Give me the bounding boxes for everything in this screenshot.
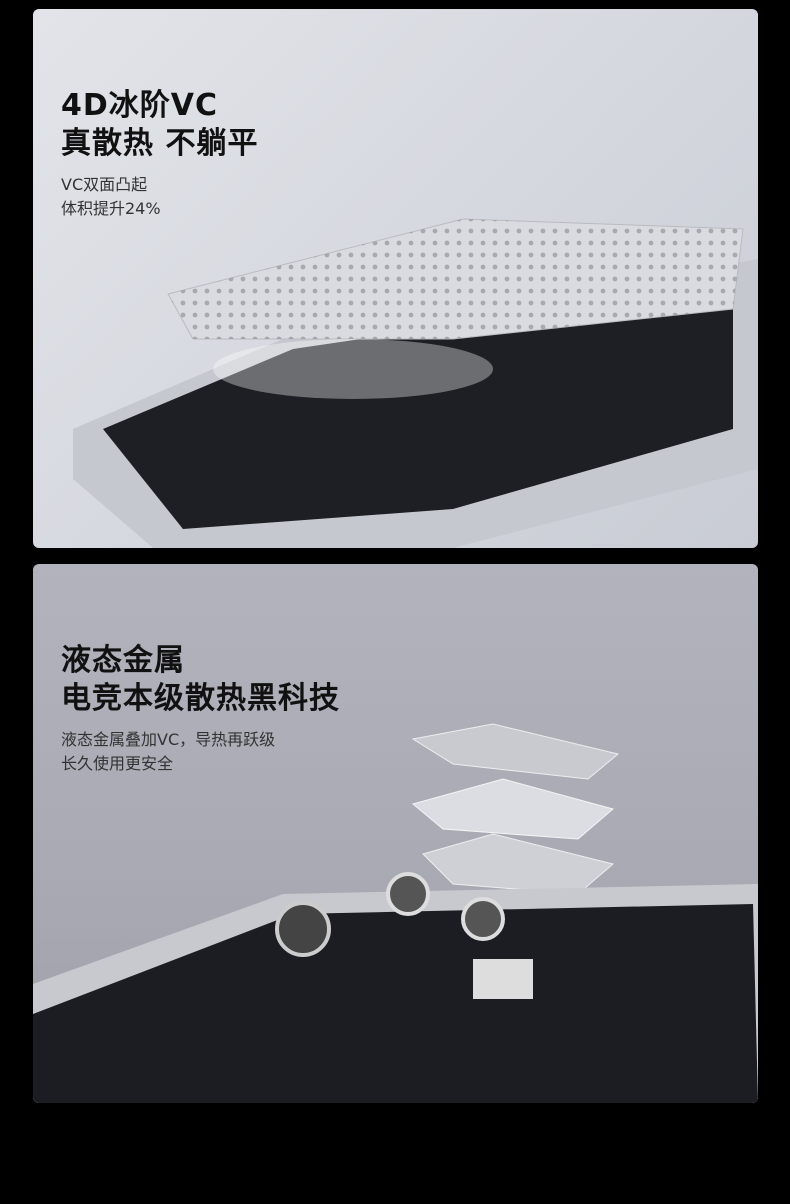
subtitle-line: VC双面凸起: [61, 175, 148, 194]
title-line: 液态金属: [61, 643, 185, 678]
title-line: 电竞本级散热黑科技: [61, 681, 340, 716]
phone-vc-illustration: [73, 218, 758, 548]
section-title: 4D冰阶VC 真散热 不躺平: [61, 87, 258, 163]
subtitle-line: 体积提升24%: [61, 199, 161, 218]
title-line: 4D冰阶VC: [61, 88, 219, 123]
subtitle-line: 长久使用更安全: [61, 754, 174, 773]
section-subtitle: VC双面凸起 体积提升24%: [61, 173, 161, 221]
subtitle-line: 液态金属叠加VC，导热再跃级: [61, 730, 276, 749]
title-line: 真散热 不躺平: [61, 126, 259, 161]
section-subtitle: 液态金属叠加VC，导热再跃级 长久使用更安全: [61, 728, 275, 776]
liquid-metal-section: 液态金属 电竞本级散热黑科技 液态金属叠加VC，导热再跃级 长久使用更安全: [33, 564, 758, 1103]
vc-cooling-section: 4D冰阶VC 真散热 不躺平 VC双面凸起 体积提升24%: [33, 9, 758, 548]
section-title: 液态金属 电竞本级散热黑科技: [61, 642, 340, 718]
phone-liquid-metal-illustration: [33, 723, 758, 1103]
